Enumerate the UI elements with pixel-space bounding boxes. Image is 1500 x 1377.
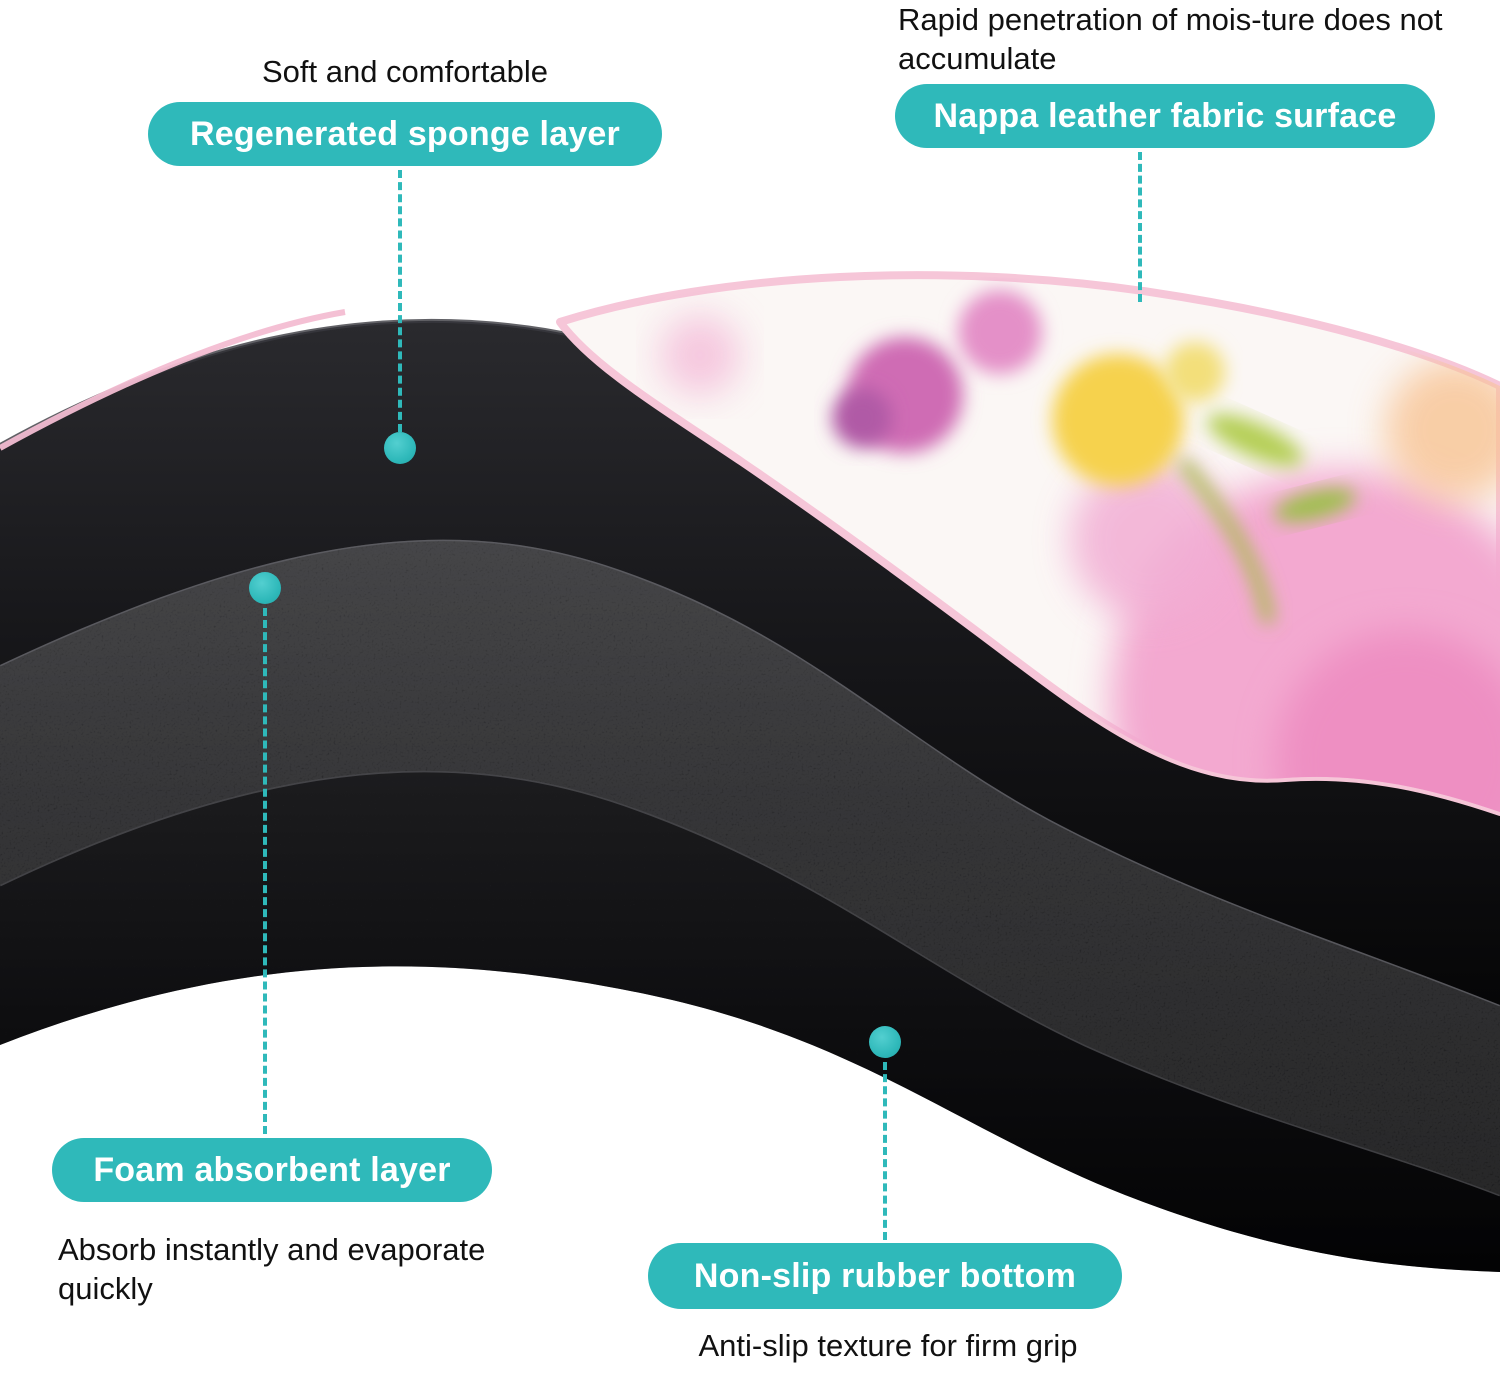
- foam-connector-dot: [249, 572, 281, 604]
- mat-fabric-surface: [556, 271, 1500, 816]
- foam-label-pill: Foam absorbent layer: [52, 1138, 492, 1202]
- nappa-label-pill: Nappa leather fabric surface: [895, 84, 1435, 148]
- rubber-note: Anti-slip texture for firm grip: [698, 1328, 1078, 1363]
- rubber-label-pill: Non-slip rubber bottom: [648, 1243, 1122, 1309]
- sponge-label-pill: Regenerated sponge layer: [148, 102, 662, 166]
- rubber-connector-dot: [869, 1026, 901, 1058]
- rubber-connector-line: [883, 1062, 887, 1240]
- fabric-edge-left: [0, 309, 346, 451]
- nappa-note: Rapid penetration of mois-ture does not …: [898, 2, 1443, 76]
- foam-connector-line: [263, 608, 267, 1134]
- floral-print: [660, 290, 1500, 812]
- sponge-connector-dot: [384, 432, 416, 464]
- nappa-connector-line: [1138, 152, 1142, 302]
- foam-note: Absorb instantly and evaporate quickly: [58, 1232, 486, 1306]
- sponge-connector-line: [398, 170, 402, 432]
- sponge-note: Soft and comfortable: [261, 54, 549, 89]
